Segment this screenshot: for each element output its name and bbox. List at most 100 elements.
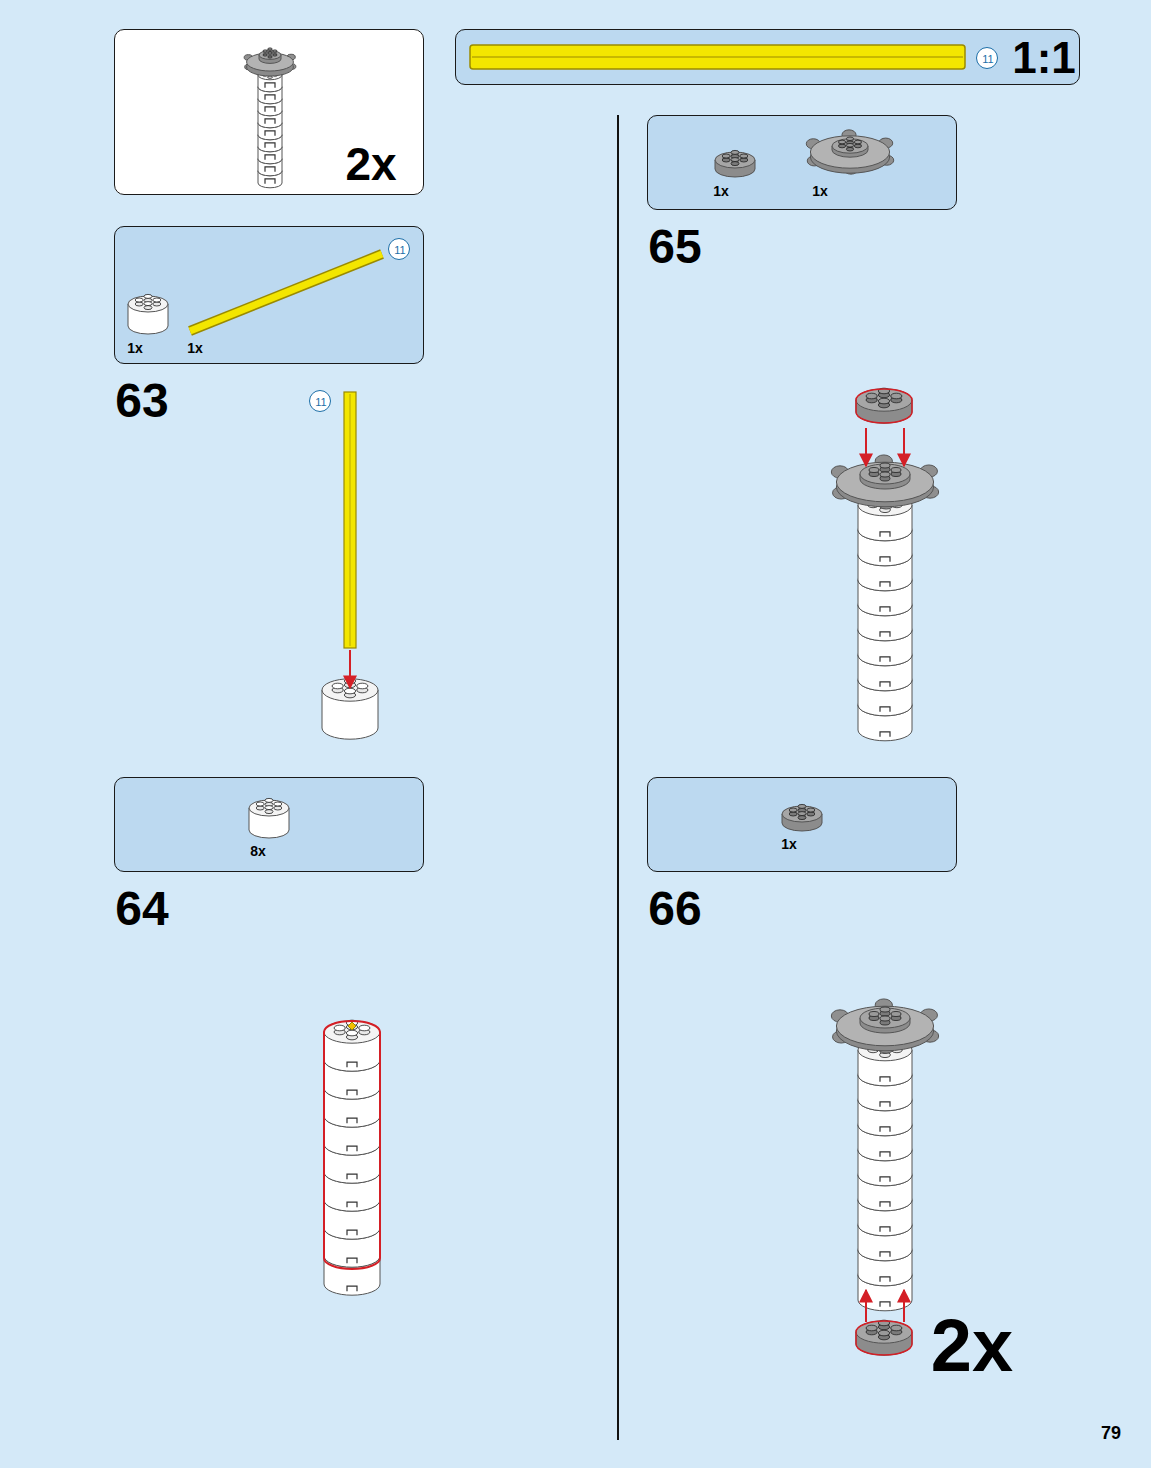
stud-top: [789, 808, 797, 812]
brick-notch: [347, 1090, 357, 1095]
callout-text: 11: [394, 245, 405, 256]
stud: [838, 144, 845, 148]
stud-top: [891, 393, 902, 399]
divider-line: [617, 115, 619, 1440]
stud: [722, 158, 730, 162]
stud-top: [334, 1025, 345, 1031]
step-number: 65: [648, 223, 701, 271]
highlight-outline: [856, 1321, 912, 1355]
stud-top: [869, 1012, 879, 1017]
brick-notch: [347, 1230, 357, 1235]
highlight-outline: [856, 389, 912, 423]
stud-top: [869, 468, 879, 473]
part-count: 1x: [127, 341, 143, 355]
flange-top: [247, 53, 294, 71]
parts-65: [715, 130, 894, 177]
stud: [846, 147, 853, 151]
stud-top: [880, 1007, 890, 1012]
part-count: 1x: [812, 184, 828, 198]
stud-top: [838, 140, 845, 144]
parts-63: [128, 254, 382, 334]
stud-top: [854, 140, 861, 144]
stud-top: [846, 137, 853, 141]
brick-notch: [880, 582, 890, 587]
stud-top: [273, 50, 277, 52]
brick-notch: [880, 607, 890, 612]
stud: [153, 302, 161, 306]
panel-fill: [114, 226, 424, 364]
stud-top: [880, 463, 890, 468]
brick-notch: [265, 179, 275, 184]
stud-top: [891, 1325, 902, 1331]
assembly-arrow: [903, 1290, 905, 1322]
brick-notch: [265, 131, 275, 136]
brick-notch: [265, 155, 275, 160]
highlight-outline: [324, 1021, 380, 1269]
brick-notch: [880, 1277, 890, 1282]
assembly-arrow: [349, 650, 351, 688]
brick-notch: [880, 707, 890, 712]
axle-end: [348, 1022, 356, 1030]
stud-top: [274, 802, 282, 806]
stud-top: [880, 472, 890, 477]
brick-notch: [880, 1202, 890, 1207]
stud: [265, 810, 273, 814]
heading: 2x: [345, 141, 396, 187]
stud: [854, 144, 861, 148]
brick-notch: [265, 95, 275, 100]
assembly-arrow: [865, 1290, 867, 1322]
brick-notch: [880, 1102, 890, 1107]
stud-top: [268, 48, 272, 50]
stud-top: [135, 298, 143, 302]
part-count: 1x: [187, 341, 203, 355]
flange-top: [810, 136, 889, 168]
brick-notch: [880, 557, 890, 562]
stud-top: [144, 294, 152, 298]
parts-list: 1x1x: [647, 115, 957, 210]
part-count: 1x: [781, 837, 797, 851]
stud-top: [891, 468, 901, 473]
callout-text: 11: [315, 397, 326, 408]
stud: [263, 54, 267, 56]
stud-top: [265, 798, 273, 802]
stud-top: [722, 154, 730, 158]
stud-top: [265, 806, 273, 810]
brick-notch: [347, 1286, 357, 1291]
stud: [268, 56, 272, 58]
quantity: 2x: [931, 1309, 1013, 1383]
step-number: 66: [648, 885, 701, 933]
submodel-figure: [244, 48, 296, 188]
callout-text: 11: [982, 54, 993, 65]
page-number: 79: [1101, 1424, 1121, 1442]
brick-top: [259, 51, 281, 60]
step-64: [324, 1020, 380, 1295]
stud-top: [346, 1030, 357, 1036]
axle-groove: [472, 56, 963, 58]
stud-top: [878, 1330, 889, 1336]
brick-notch: [347, 1146, 357, 1151]
panel-fill: [114, 777, 424, 872]
stud: [135, 302, 143, 306]
brick-notch: [347, 1118, 357, 1123]
stud-top: [846, 143, 853, 147]
brick-notch: [347, 1258, 357, 1263]
brick-top: [860, 1008, 910, 1028]
stud-top: [880, 1016, 890, 1021]
stud: [256, 806, 264, 810]
submodel-box: 2x: [114, 29, 424, 195]
axle-outline: [190, 254, 382, 331]
stud-top: [268, 52, 272, 54]
callout-number: 11: [309, 390, 331, 412]
flange-top: [836, 1006, 933, 1046]
stud-top: [807, 808, 815, 812]
stud-top: [731, 158, 739, 162]
stud: [731, 162, 739, 166]
stud-top: [144, 302, 152, 306]
assembly-arrow: [865, 428, 867, 466]
brick-notch: [265, 83, 275, 88]
parts-list: 8x: [114, 777, 424, 872]
panel-fill: [455, 29, 1080, 85]
callout-number: 11: [976, 47, 998, 69]
brick-top: [860, 464, 910, 484]
